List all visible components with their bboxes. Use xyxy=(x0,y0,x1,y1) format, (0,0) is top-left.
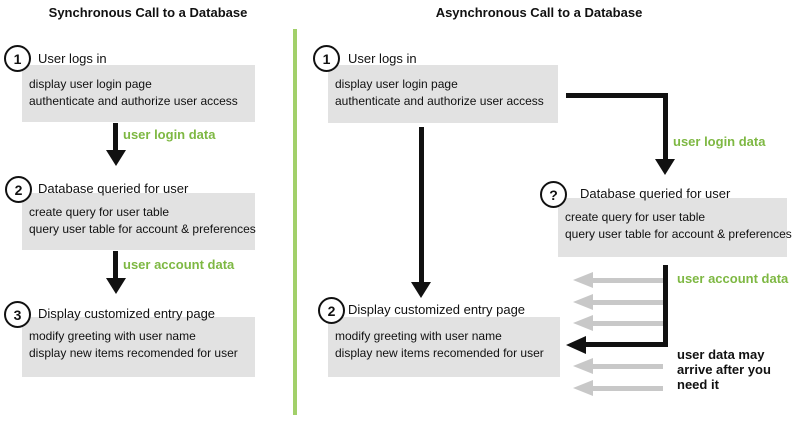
detail-line: query user table for account & preferenc… xyxy=(565,227,792,241)
sync-arrow-label-account-data: user account data xyxy=(123,257,235,272)
sync-flow-arrow-1-shaft xyxy=(113,123,118,151)
sync-step1-detail-box: display user login page authenticate and… xyxy=(22,65,255,122)
async-branch-arrow-head-icon xyxy=(655,159,675,175)
detail-line: authenticate and authorize user access xyxy=(29,94,238,108)
detail-line: create query for user table xyxy=(29,205,170,219)
sync-step1-heading: User logs in xyxy=(38,51,107,66)
timing-note: user data may arrive after you need it xyxy=(677,347,771,392)
async-step1-detail-box: display user login page authenticate and… xyxy=(328,65,558,123)
left-arrow-icon xyxy=(573,380,593,396)
sync-flow-arrow-2-head-icon xyxy=(106,278,126,294)
left-arrow-icon xyxy=(573,315,593,331)
detail-line: display user login page xyxy=(335,77,458,91)
note-line: user data may xyxy=(677,347,765,362)
sync-flow-arrow-1-head-icon xyxy=(106,150,126,166)
column-divider xyxy=(293,29,297,415)
detail-line: create query for user table xyxy=(565,210,706,224)
detail-line: modify greeting with user name xyxy=(335,329,502,343)
detail-line: display new items recomended for user xyxy=(335,346,544,360)
detail-line: display new items recomended for user xyxy=(29,346,238,360)
note-line: need it xyxy=(677,377,719,392)
sync-step2-badge: 2 xyxy=(5,176,32,203)
sync-column-title: Synchronous Call to a Database xyxy=(48,5,248,20)
async-column-title: Asynchronous Call to a Database xyxy=(435,5,643,20)
sync-step2-detail-box: create query for user table query user t… xyxy=(22,193,256,250)
async-main-flow-arrow-head-icon xyxy=(411,282,431,298)
left-arrow-icon xyxy=(573,294,593,310)
detail-line: display user login page xyxy=(29,77,152,91)
note-line: arrive after you xyxy=(677,362,771,377)
async-step1-badge: 1 xyxy=(313,45,340,72)
async-branch-arrow-vshaft xyxy=(663,93,668,160)
async-query-detail-box: create query for user table query user t… xyxy=(558,198,792,257)
detail-line: query user table for account & preferenc… xyxy=(29,222,256,236)
sync-step2-heading: Database queried for user xyxy=(38,181,189,196)
async-step2-detail-box: modify greeting with user name display n… xyxy=(328,317,560,377)
sync-step3-heading: Display customized entry page xyxy=(38,306,216,321)
async-arrow-label-account-data: user account data xyxy=(677,271,789,286)
sync-step3-detail-box: modify greeting with user name display n… xyxy=(22,317,255,377)
detail-line: authenticate and authorize user access xyxy=(335,94,544,108)
sync-flow-arrow-2-shaft xyxy=(113,251,118,279)
callback-arrow-hshaft xyxy=(586,342,668,347)
sync-step1-badge: 1 xyxy=(4,45,31,72)
async-main-flow-arrow-shaft xyxy=(419,127,424,283)
left-arrow-icon xyxy=(573,272,593,288)
callback-arrow-head-icon xyxy=(566,336,586,354)
sync-step3-badge: 3 xyxy=(4,301,31,328)
async-branch-arrow-hshaft xyxy=(566,93,668,98)
async-step2-badge: 2 xyxy=(318,297,345,324)
async-step2-heading: Display customized entry page xyxy=(348,302,526,317)
async-step1-heading: User logs in xyxy=(348,51,417,66)
async-query-badge: ? xyxy=(540,181,567,208)
async-arrow-label-login-data: user login data xyxy=(673,134,766,149)
sync-arrow-label-login-data: user login data xyxy=(123,127,216,142)
async-query-heading: Database queried for user xyxy=(580,186,731,201)
left-arrow-icon xyxy=(573,358,593,374)
detail-line: modify greeting with user name xyxy=(29,329,196,343)
callback-arrow-vshaft xyxy=(663,265,668,347)
